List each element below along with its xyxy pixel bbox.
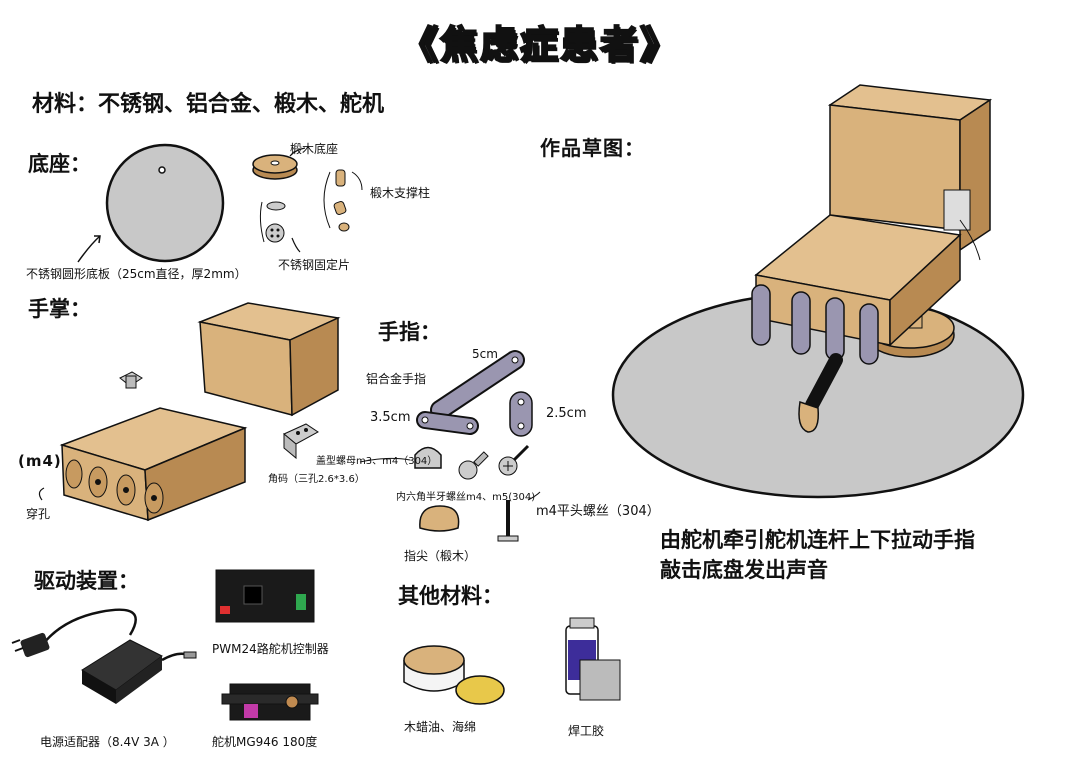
m4-label: (m4) — [18, 452, 62, 470]
glue-label: 焊工胶 — [568, 724, 605, 738]
controller-label: PWM24路舵机控制器 — [212, 642, 329, 656]
other-heading: 其他材料： — [398, 584, 503, 608]
plate-label: 不锈钢圆形底板（25cm直径，厚2mm） — [26, 267, 247, 281]
palm-heading: 手掌： — [28, 297, 91, 321]
link-5cm — [432, 352, 523, 418]
flat-screw-label: m4平头螺丝（304） — [536, 504, 660, 519]
materials-line: 材料：不锈钢、铝合金、椴木、舵机 — [32, 92, 385, 117]
pillar-3 — [338, 222, 350, 232]
description: 由舵机牵引舵机连杆上下拉动手指 敲击底盘发出声音 — [660, 525, 975, 585]
sponge — [455, 675, 505, 705]
plate-arrow — [77, 235, 101, 263]
fixing-2 — [265, 223, 285, 243]
drive-heading: 驱动装置： — [34, 569, 139, 593]
bracket-label: 角码（三孔2.6*3.6） — [268, 474, 365, 485]
base-heading: 底座： — [28, 152, 91, 176]
hex-screw-label: 内六角半牙螺丝m4、m5(304) — [396, 492, 536, 503]
wood-base-label: 椴木底座 — [290, 142, 339, 156]
description-line-1: 由舵机牵引舵机连杆上下拉动手指 — [660, 528, 975, 552]
cap-nut — [414, 446, 442, 469]
pillar-2 — [333, 200, 347, 216]
sketch-title: 作品草图： — [540, 136, 645, 160]
hole-label: 穿孔 — [26, 507, 51, 521]
fixing-1 — [266, 201, 286, 211]
hex-screw — [458, 460, 478, 480]
sketch-fingers — [751, 284, 879, 412]
power-adapter — [116, 656, 162, 704]
servo-label: 舵机MG946 180度 — [212, 735, 318, 749]
pillar-1 — [335, 169, 346, 187]
tip-label: 指尖（椴木） — [404, 549, 477, 563]
pillar-label: 椴木支撑柱 — [370, 186, 431, 200]
description-line-2: 敲击底盘发出声音 — [660, 558, 828, 582]
cap-nut-label: 盖型螺母m3、m4（304） — [316, 456, 438, 467]
link-25cm — [509, 391, 533, 437]
wax-label: 木蜡油、海绵 — [404, 720, 477, 734]
adapter-label: 电源适配器（8.4V 3A ） — [40, 735, 175, 749]
page-title: 《焦虑症患者》 — [399, 22, 680, 68]
sketch-back-box — [829, 104, 961, 231]
link-35cm — [418, 413, 477, 433]
len-25cm: 2.5cm — [546, 406, 587, 421]
fixing-label: 不锈钢固定片 — [278, 258, 351, 272]
len-35cm: 3.5cm — [370, 410, 411, 425]
finger-heading: 手指： — [378, 320, 441, 344]
len-5cm: 5cm — [472, 347, 498, 361]
steel-plate — [105, 143, 225, 263]
finger-tip — [419, 505, 460, 532]
alu-label: 铝合金手指 — [366, 372, 427, 386]
